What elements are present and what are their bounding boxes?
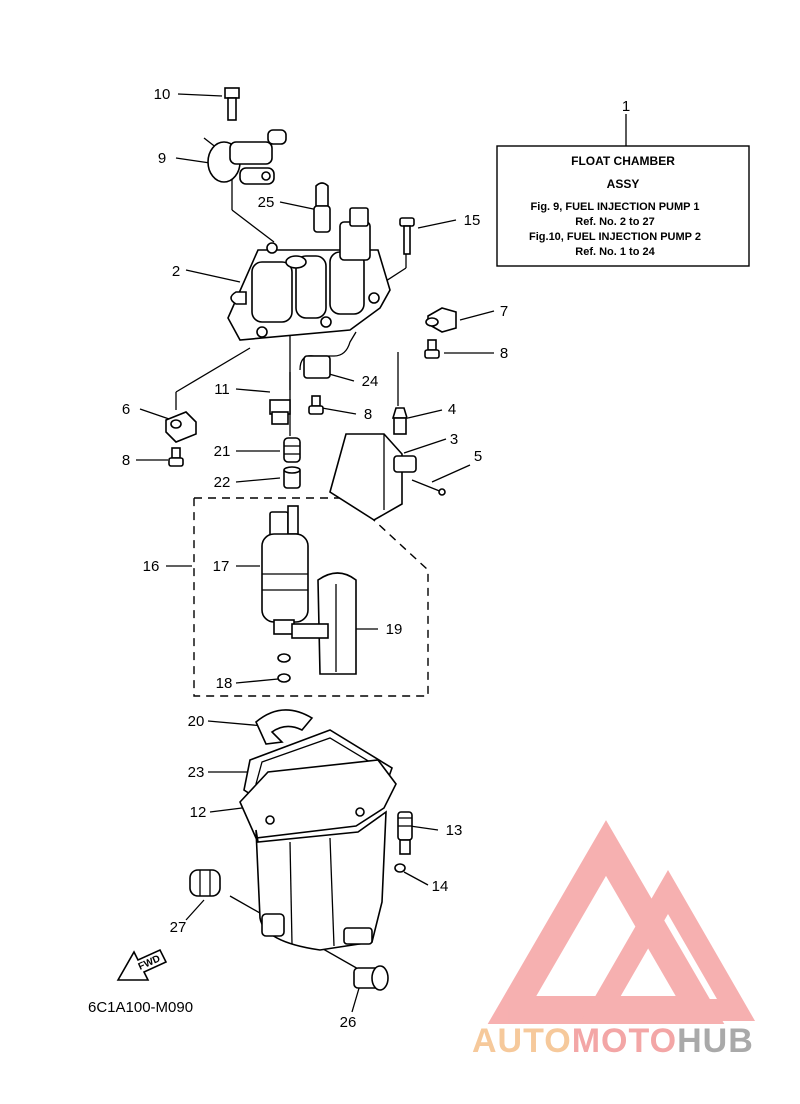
part-15-screw — [399, 217, 415, 255]
callout-21: 21 — [214, 443, 231, 460]
watermark-logo-icon — [487, 820, 756, 1024]
callout-27: 27 — [170, 919, 187, 936]
part-17-fuel-pump — [261, 505, 309, 635]
callout-10: 10 — [154, 86, 171, 103]
callout-4: 4 — [448, 401, 456, 418]
part-7-bracket — [425, 307, 457, 333]
watermark-part-3: HUB — [677, 1022, 754, 1060]
callout-1: 1 — [622, 98, 630, 115]
part-2-upper-cover — [227, 207, 391, 341]
part-21-grommet — [283, 437, 301, 463]
part-18-washer — [277, 653, 291, 683]
callout-13: 13 — [446, 822, 463, 839]
part-25-nozzle — [313, 182, 331, 233]
callout-20: 20 — [188, 713, 205, 730]
callout-8-right: 8 — [500, 345, 508, 362]
callout-22: 22 — [214, 474, 231, 491]
leader-lines — [136, 93, 627, 1013]
callout-9: 9 — [158, 150, 166, 167]
part-4-sensor — [391, 407, 409, 435]
callout-26: 26 — [340, 1014, 357, 1031]
callout-14: 14 — [432, 878, 449, 895]
part-8-screw-right — [424, 339, 440, 359]
part-8-screw-center — [308, 395, 324, 415]
info-box-line-4: Ref. No. 1 to 24 — [575, 246, 655, 258]
info-box-title-2: ASSY — [607, 177, 640, 191]
watermark-part-2: MOTO — [571, 1022, 678, 1060]
part-26-plug — [353, 965, 389, 991]
part-22-collar — [283, 466, 301, 489]
part-14-o-ring — [394, 863, 406, 873]
part-10-bolt — [224, 87, 240, 121]
part-20-retainer — [255, 709, 314, 745]
info-box: FLOAT CHAMBER ASSY Fig. 9, FUEL INJECTIO… — [496, 145, 750, 267]
callout-17: 17 — [213, 558, 230, 575]
part-3-float — [329, 433, 417, 521]
callout-12: 12 — [190, 804, 207, 821]
part-9-regulator — [203, 129, 287, 185]
callout-25: 25 — [258, 194, 275, 211]
part-27-grommet — [189, 869, 221, 897]
callout-labels: 1 2 3 4 5 6 7 8 8 8 9 10 11 12 13 14 15 … — [122, 86, 630, 1031]
part-6-clip — [165, 411, 197, 443]
part-5-pin — [411, 479, 446, 496]
drawing-code: 6C1A100-M090 — [88, 999, 193, 1016]
callout-2: 2 — [172, 263, 180, 280]
info-box-line-2: Ref. No. 2 to 27 — [575, 216, 654, 228]
callout-11: 11 — [214, 381, 230, 398]
part-24-hose — [289, 331, 357, 390]
callout-5: 5 — [474, 448, 482, 465]
part-13-drain-screw — [397, 811, 413, 855]
part-19-filter — [291, 572, 357, 675]
watermark-text: AUTOMOTOHUB — [472, 1022, 754, 1061]
pump-assembly-boundary — [193, 497, 429, 697]
info-box-line-3: Fig.10, FUEL INJECTION PUMP 2 — [529, 231, 701, 243]
part-12-float-chamber — [239, 759, 397, 951]
info-box-line-1: Fig. 9, FUEL INJECTION PUMP 1 — [531, 201, 700, 213]
part-8-screw-left — [168, 447, 184, 467]
fwd-arrow-icon: FWD — [116, 948, 168, 981]
callout-18: 18 — [216, 675, 233, 692]
callout-24: 24 — [362, 373, 379, 390]
callout-15: 15 — [464, 212, 481, 229]
callout-19: 19 — [386, 621, 403, 638]
callout-23: 23 — [188, 764, 205, 781]
callout-8-left: 8 — [122, 452, 130, 469]
callout-6: 6 — [122, 401, 130, 418]
callout-7: 7 — [500, 303, 508, 320]
part-11-connector — [269, 399, 291, 425]
callout-8-center: 8 — [364, 406, 372, 423]
watermark-part-1: AUTO — [472, 1022, 572, 1060]
callout-3: 3 — [450, 431, 458, 448]
info-box-title-1: FLOAT CHAMBER — [571, 154, 675, 168]
callout-16: 16 — [143, 558, 160, 575]
